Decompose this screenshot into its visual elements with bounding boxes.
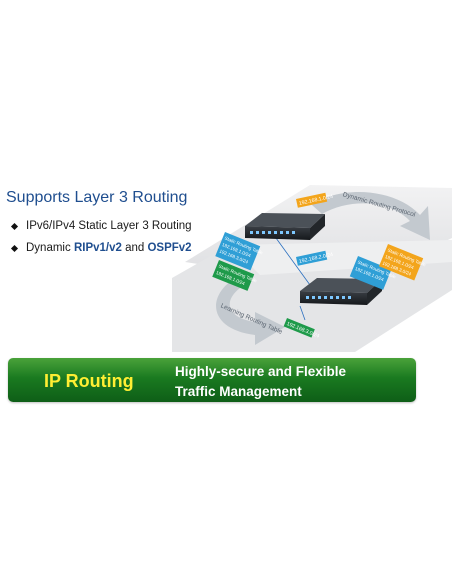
banner-subtitle-line-1: Highly-secure and Flexible — [175, 364, 347, 379]
ip-routing-banner: IP Routing Highly-secure and Flexible Tr… — [8, 358, 416, 402]
rip-highlight: RIPv1/v2 — [73, 242, 122, 254]
feature-heading: Supports Layer 3 Routing — [6, 189, 188, 206]
feature-list: IPv6/IPv4 Static Layer 3 Routing Dynamic… — [10, 215, 192, 259]
top-switch — [245, 213, 325, 240]
dynamic-routing-arrow — [312, 192, 430, 240]
ospf-highlight: OSPFv2 — [147, 242, 192, 254]
link-line-top — [275, 237, 311, 286]
link-line-bottom — [299, 305, 306, 321]
diamond-bullet-icon — [10, 244, 19, 252]
learning-routing-arrow — [216, 280, 285, 345]
banner-subtitle: Highly-secure and Flexible Traffic Manag… — [175, 362, 405, 402]
list-item: Dynamic RIPv1/v2 and OSPFv2 — [10, 237, 192, 259]
bullet-mid: and — [121, 242, 148, 254]
diamond-bullet-icon — [10, 222, 19, 230]
bullet-text: IPv6/IPv4 Static Layer 3 Routing — [26, 220, 192, 232]
list-item: IPv6/IPv4 Static Layer 3 Routing — [10, 215, 192, 237]
bullet-prefix: Dynamic — [26, 242, 74, 254]
banner-title: IP Routing — [44, 371, 134, 391]
banner-subtitle-line-2: Traffic Management — [175, 384, 302, 399]
